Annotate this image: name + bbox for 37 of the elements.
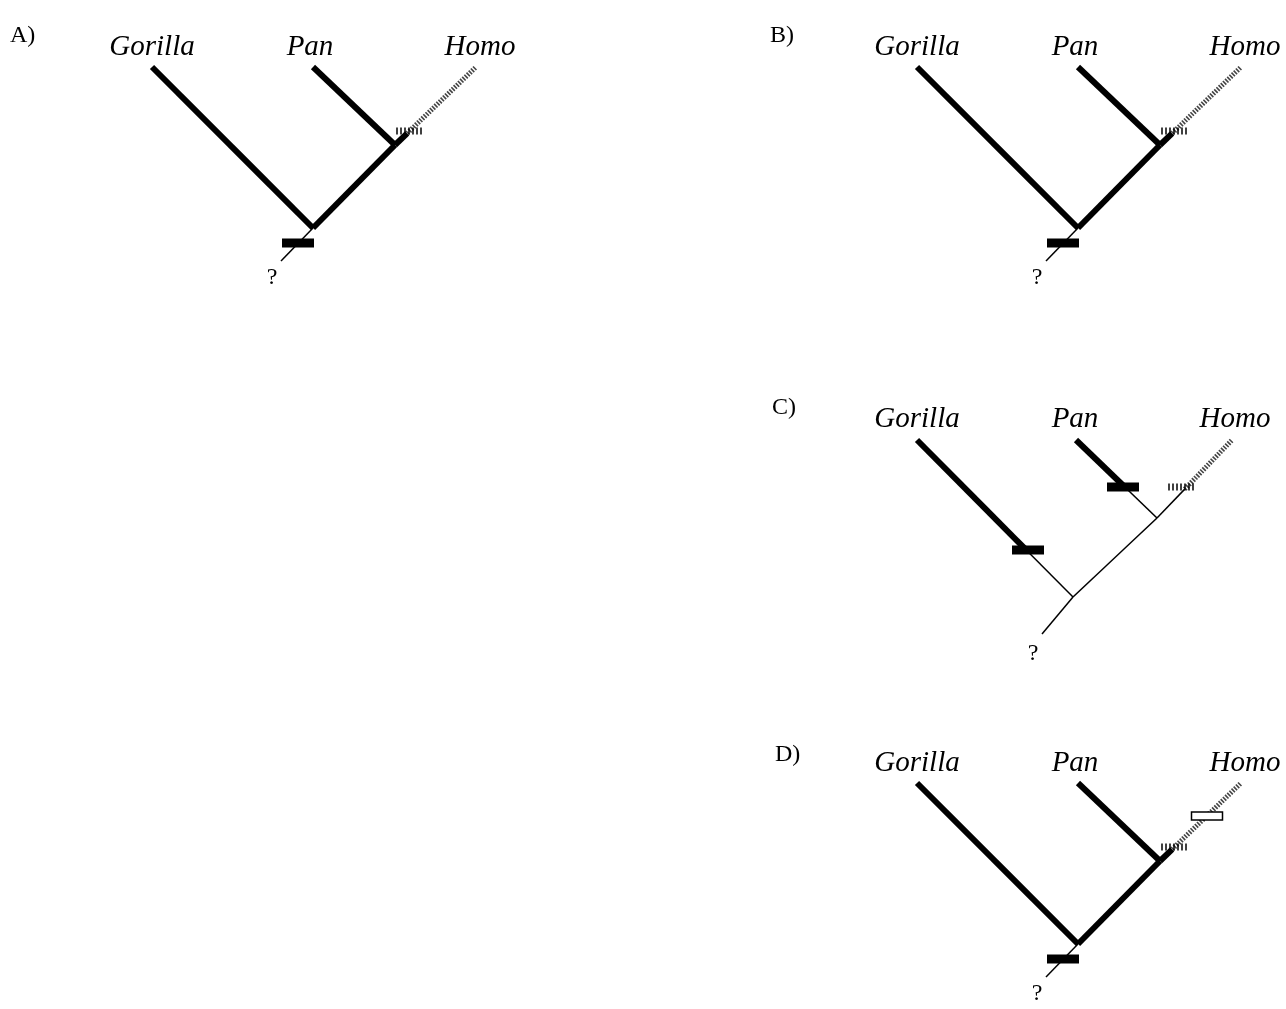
panel-label: C) [772,394,796,418]
taxon-name: Pan [286,30,334,60]
branch-line [1156,438,1234,519]
branch-line [149,64,316,231]
branch-line [1075,858,1163,947]
branch-line [914,64,1081,231]
taxon-name: Pan [1051,746,1099,776]
taxon-name: Homo [444,30,516,60]
branch-line [1157,65,1243,148]
root-question-mark: ? [266,264,278,288]
taxon-name: Homo [1199,402,1271,432]
taxon-name: Pan [1051,30,1099,60]
root-question-mark: ? [1027,640,1039,664]
branch-line [310,64,398,148]
branch-line [914,437,1074,598]
branch-line [1157,781,1243,864]
taxon-name: Gorilla [874,402,960,432]
branch-line [1075,142,1163,231]
branch-line [1075,780,1163,864]
branch-line [1073,437,1158,519]
taxon-name: Gorilla [874,30,960,60]
branch-line [914,780,1081,947]
panel-label: D) [775,741,801,765]
taxon-name: Gorilla [874,746,960,776]
taxon-name: Homo [1209,30,1281,60]
taxon-name: Pan [1051,402,1099,432]
branch-line [1075,64,1163,148]
branch-line [310,142,398,231]
panel-label: A) [10,22,36,46]
taxon-name: Homo [1209,746,1281,776]
branch-line [1041,596,1074,635]
panel-label: B) [770,22,794,46]
branch-line [392,65,478,148]
root-question-mark: ? [1031,264,1043,288]
taxon-name: Gorilla [109,30,195,60]
root-question-mark: ? [1031,980,1043,1004]
branch-line [1072,517,1158,598]
